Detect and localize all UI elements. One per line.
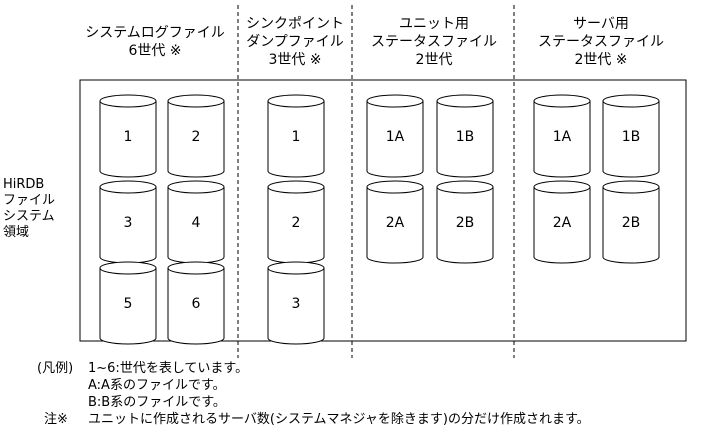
header-line: システムログファイル: [85, 25, 225, 41]
side-label-line: システム: [3, 209, 55, 224]
cylinder-label: 1B: [456, 129, 475, 145]
side-label-line: ファイル: [3, 193, 56, 208]
cylinder-label: 3: [292, 296, 301, 312]
legend-line-3: B:B系のファイルです。: [88, 395, 226, 410]
syncpoint-file-cylinder: 2: [267, 180, 325, 264]
cylinder-label: 2A: [386, 215, 405, 231]
cylinder-label: 2A: [553, 215, 572, 231]
cylinder-label: 6: [192, 296, 201, 312]
unit-status-file-cylinder: 2B: [436, 180, 494, 264]
cylinder-label: 1A: [553, 129, 572, 145]
header-line: シンクポイント: [246, 16, 344, 32]
cylinder-label: 4: [192, 215, 201, 231]
unit-status-file-cylinder: 1A: [366, 94, 424, 178]
header-line: ダンプファイル: [246, 34, 344, 50]
header-line: ステータスファイル: [538, 34, 664, 50]
legend-note-text: ユニットに作成されるサーバ数(システムマネジャを除きます)の分だけ作成されます。: [88, 412, 590, 427]
legend-title: (凡例): [37, 361, 74, 376]
syncpoint-file-cylinder: 1: [267, 94, 325, 178]
side-label-line: 領域: [3, 225, 30, 240]
cylinder-label: 2B: [622, 215, 641, 231]
cylinder-label: 2: [292, 215, 301, 231]
server-status-file-cylinder: 1B: [602, 94, 660, 178]
server-status-file-cylinder: 1A: [533, 94, 591, 178]
cylinder-label: 1B: [622, 129, 641, 145]
server-status-file-cylinder: 2A: [533, 180, 591, 264]
syslog-file-cylinder: 2: [167, 94, 225, 178]
syslog-file-cylinder: 3: [99, 180, 157, 264]
header-server-status: サーバ用 ステータスファイル 2世代 ※: [516, 15, 686, 69]
legend-line-2: A:A系のファイルです。: [88, 378, 226, 393]
syncpoint-file-cylinder: 3: [267, 261, 325, 345]
syslog-file-cylinder: 4: [167, 180, 225, 264]
header-unit-status: ユニット用 ステータスファイル 2世代: [354, 15, 514, 69]
legend-line-1: 1~6:世代を表しています。: [88, 361, 249, 376]
cylinder-label: 1: [292, 129, 301, 145]
cylinder-label: 5: [124, 296, 133, 312]
header-system-log: システムログファイル 6世代 ※: [80, 24, 230, 60]
unit-status-file-cylinder: 2A: [366, 180, 424, 264]
header-line: 6世代 ※: [128, 43, 182, 59]
header-line: サーバ用: [573, 16, 629, 32]
syslog-file-cylinder: 5: [99, 261, 157, 345]
syslog-file-cylinder: 1: [99, 94, 157, 178]
header-line: ステータスファイル: [371, 34, 497, 50]
cylinder-label: 1A: [386, 129, 405, 145]
unit-status-file-cylinder: 1B: [436, 94, 494, 178]
cylinder-label: 2B: [456, 215, 475, 231]
syslog-file-cylinder: 6: [167, 261, 225, 345]
header-line: 2世代: [415, 52, 453, 68]
header-line: 2世代 ※: [574, 52, 628, 68]
header-syncpoint: シンクポイント ダンプファイル 3世代 ※: [238, 15, 352, 69]
side-label-line: HiRDB: [3, 177, 45, 192]
header-line: 3世代 ※: [268, 52, 322, 68]
cylinder-label: 1: [124, 129, 133, 145]
header-line: ユニット用: [399, 16, 469, 32]
cylinder-label: 3: [124, 215, 133, 231]
filesystem-area-box: [79, 79, 687, 342]
cylinder-label: 2: [192, 129, 201, 145]
server-status-file-cylinder: 2B: [602, 180, 660, 264]
legend-note-mark: 注※: [44, 412, 68, 427]
side-label: HiRDB ファイル システム 領域: [3, 177, 55, 241]
